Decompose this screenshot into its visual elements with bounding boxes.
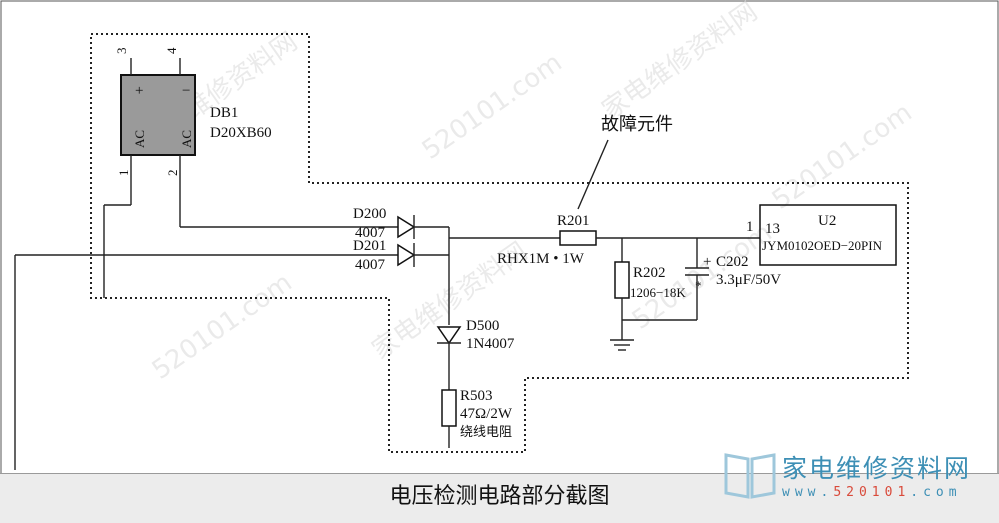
c202-plus: +	[703, 254, 711, 270]
ic-u2: 1 13 U2 JYM0102OED−20PIN	[746, 204, 897, 266]
r503-note: 绕线电阻	[460, 425, 512, 440]
resistor-r201: R201 RHX1M • 1W	[497, 213, 760, 267]
r202-mark: *	[695, 278, 702, 293]
ground-symbol	[610, 339, 634, 351]
d200-part: 4007	[355, 225, 386, 241]
db1-ac-left: AC	[132, 130, 147, 148]
watermark-url: 520101.com	[417, 48, 568, 166]
resistor-r202: R202 1206−18K *	[614, 238, 702, 340]
ac-rails	[14, 204, 398, 470]
u2-part: JYM0102OED−20PIN	[762, 238, 883, 253]
site-logo: 家电维修资料网 www.520101.com	[722, 447, 992, 505]
r201-ref: R201	[557, 213, 590, 229]
fault-pointer	[577, 139, 609, 210]
d201-part: 4007	[355, 257, 386, 273]
watermarks: 家电维修资料网 520101.com 家电维修资料网 520101.com 家电…	[137, 0, 918, 386]
watermark-url: 520101.com	[767, 98, 918, 216]
logo-url-number: 520101	[833, 485, 911, 500]
logo-url: www.520101.com	[782, 485, 962, 500]
r503-value: 47Ω/2W	[460, 406, 513, 422]
diode-d201: D201 4007	[353, 238, 449, 273]
logo-url-suffix: .com	[910, 485, 962, 500]
diode-d500: D500 1N4007	[436, 318, 515, 390]
d500-part: 1N4007	[466, 336, 515, 352]
capacitor-c202: + C202 3.3μF/50V	[685, 238, 781, 320]
r201-value: RHX1M • 1W	[497, 251, 585, 267]
caption-bar	[0, 473, 999, 523]
db1-body	[120, 74, 196, 156]
d201-ref: D201	[353, 238, 386, 254]
logo-name: 家电维修资料网	[782, 454, 972, 483]
diode-d200: D200 4007	[353, 206, 449, 241]
db1-pin-4: 4	[164, 47, 179, 54]
db1-ac-right: AC	[179, 130, 194, 148]
db1-part: D20XB60	[210, 125, 272, 141]
d500-ref: D500	[466, 318, 499, 334]
db1-pin-2: 2	[165, 170, 180, 177]
fault-label: 故障元件	[601, 114, 673, 135]
db1-minus: −	[182, 83, 190, 99]
db1-pin-3: 3	[114, 48, 129, 55]
c202-value: 3.3μF/50V	[716, 272, 781, 288]
d200-ref: D200	[353, 206, 386, 222]
resistor-r503: R503 47Ω/2W 绕线电阻	[441, 388, 513, 448]
db1-ref: DB1	[210, 105, 238, 121]
figure-caption: 电压检测电路部分截图	[389, 484, 610, 509]
r202-value: 1206−18K	[630, 285, 686, 300]
watermark-text: 家电维修资料网	[597, 0, 763, 126]
bridge-rectifier-db1: 3 4 1 2 + − AC AC DB1 D20XB60	[114, 47, 272, 205]
watermark-url: 520101.com	[147, 268, 298, 386]
logo-url-prefix: www.	[782, 485, 834, 500]
u2-net: 1	[746, 219, 754, 235]
r503-ref: R503	[460, 388, 493, 404]
c202-ref: C202	[716, 254, 749, 270]
u2-pin: 13	[765, 221, 780, 237]
book-icon	[724, 453, 776, 499]
u2-ref: U2	[818, 213, 836, 229]
db1-pin-1: 1	[116, 170, 131, 177]
db1-plus: +	[135, 83, 143, 99]
r202-ref: R202	[633, 265, 666, 281]
